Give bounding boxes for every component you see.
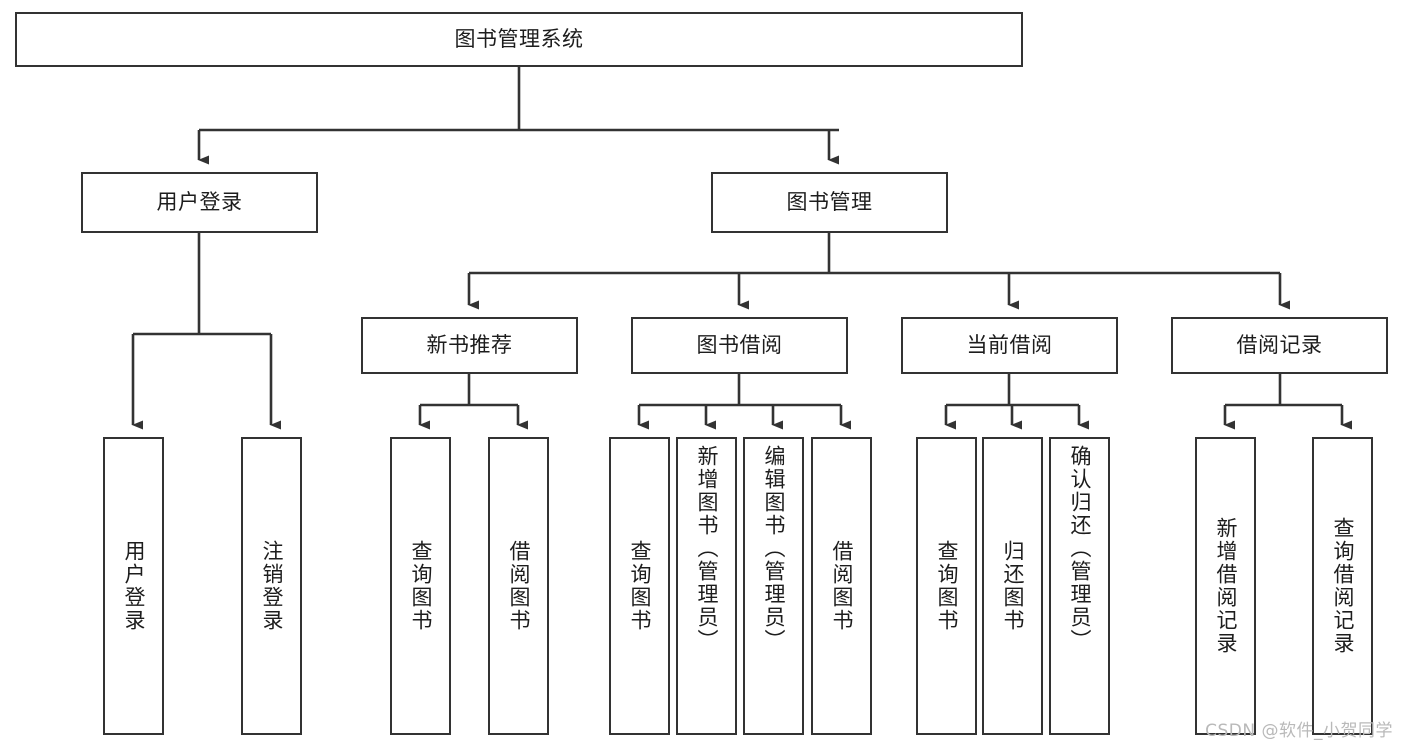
leaf-query-book-borrow[interactable]: 查询图书 xyxy=(609,437,670,735)
node-borrow-record[interactable]: 借阅记录 xyxy=(1171,317,1388,374)
leaf-borrow-book[interactable]: 借阅图书 xyxy=(811,437,872,735)
node-label: 注销登录 xyxy=(260,540,284,632)
leaf-query-book-current[interactable]: 查询图书 xyxy=(916,437,977,735)
node-label: 图书管理系统 xyxy=(454,27,584,52)
node-label: 用户登录 xyxy=(122,540,146,632)
leaf-query-borrow-record[interactable]: 查询借阅记录 xyxy=(1312,437,1373,735)
node-current-borrow[interactable]: 当前借阅 xyxy=(901,317,1118,374)
leaf-confirm-return-admin[interactable]: 确认归还（管理员） xyxy=(1049,437,1110,735)
node-label: 借阅图书 xyxy=(507,540,531,632)
leaf-query-book-recommend[interactable]: 查询图书 xyxy=(390,437,451,735)
leaf-add-borrow-record[interactable]: 新增借阅记录 xyxy=(1195,437,1256,735)
node-user-login[interactable]: 用户登录 xyxy=(81,172,318,233)
leaf-edit-book-admin[interactable]: 编辑图书（管理员） xyxy=(743,437,804,735)
leaf-user-login[interactable]: 用户登录 xyxy=(103,437,164,735)
node-label: 借阅记录 xyxy=(1236,333,1323,358)
leaf-borrow-book-recommend[interactable]: 借阅图书 xyxy=(488,437,549,735)
node-label: 新书推荐 xyxy=(426,333,513,358)
leaf-add-book-admin[interactable]: 新增图书（管理员） xyxy=(676,437,737,735)
node-label: 查询图书 xyxy=(628,540,652,632)
node-label: 查询图书 xyxy=(409,540,433,632)
node-label: 编辑图书（管理员） xyxy=(762,445,786,652)
node-label: 新增借阅记录 xyxy=(1214,517,1238,655)
node-root-book-management-system[interactable]: 图书管理系统 xyxy=(15,12,1023,67)
node-label: 新增图书（管理员） xyxy=(695,445,719,652)
node-label: 查询图书 xyxy=(935,540,959,632)
csdn-watermark: CSDN @软件_小贺同学 xyxy=(1205,721,1393,741)
node-label: 确认归还（管理员） xyxy=(1068,445,1092,652)
leaf-logout[interactable]: 注销登录 xyxy=(241,437,302,735)
node-label: 当前借阅 xyxy=(966,333,1053,358)
node-new-book-recommend[interactable]: 新书推荐 xyxy=(361,317,578,374)
node-label: 图书管理 xyxy=(786,190,873,215)
node-label: 图书借阅 xyxy=(696,333,783,358)
node-book-management[interactable]: 图书管理 xyxy=(711,172,948,233)
leaf-return-book[interactable]: 归还图书 xyxy=(982,437,1043,735)
node-label: 借阅图书 xyxy=(830,540,854,632)
node-label: 用户登录 xyxy=(156,190,243,215)
node-label: 查询借阅记录 xyxy=(1331,517,1355,655)
node-book-borrow[interactable]: 图书借阅 xyxy=(631,317,848,374)
node-label: 归还图书 xyxy=(1001,540,1025,632)
